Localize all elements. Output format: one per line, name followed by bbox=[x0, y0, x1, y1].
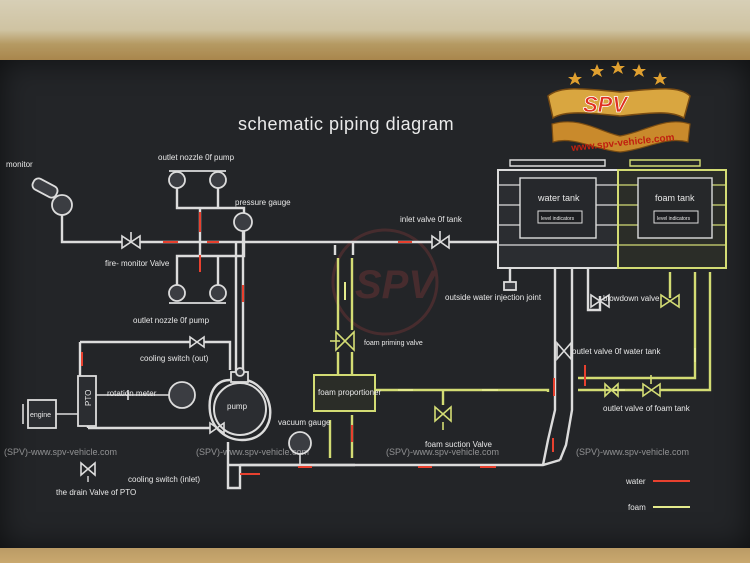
rotation-meter-icon bbox=[88, 381, 196, 409]
blowdown-valve-label: blowdown valve bbox=[603, 294, 660, 303]
inlet-valve-tank-icon bbox=[431, 231, 450, 250]
outlet-nozzle-top-label: outlet nozzle 0f pump bbox=[158, 153, 235, 162]
logo-text: SPV bbox=[583, 92, 629, 117]
center-watermark-logo: SPV bbox=[331, 228, 439, 336]
diagram-title: schematic piping diagram bbox=[238, 114, 454, 134]
water-pipes bbox=[60, 188, 602, 490]
spv-logo: SPV www.spv-vehicle.com bbox=[547, 61, 691, 154]
outside-water-joint-icon bbox=[503, 281, 517, 291]
foam-line-check-valve-icon bbox=[604, 382, 619, 398]
watermark-2: (SPV)-www.spv-vehicle.com bbox=[196, 447, 309, 457]
watermark-1: (SPV)-www.spv-vehicle.com bbox=[4, 447, 117, 457]
pressure-gauge-label: pressure gauge bbox=[235, 198, 291, 207]
foam-proportioner-label: foam proportioner bbox=[318, 388, 381, 397]
fire-monitor-valve-icon bbox=[121, 232, 141, 250]
cooling-switch-inlet-icon bbox=[209, 421, 225, 435]
legend-foam-label: foam bbox=[628, 503, 646, 512]
foam-priming-valve-label: foam priming valve bbox=[364, 340, 423, 347]
watermark-band: (SPV)-www.spv-vehicle.com (SPV)-www.spv-… bbox=[4, 447, 689, 457]
outlet-nozzle-top-icon bbox=[168, 170, 227, 189]
pressure-gauge-icon bbox=[233, 212, 253, 232]
water-tank-indicator: level indicators bbox=[541, 216, 575, 222]
legend-water-label: water bbox=[625, 477, 646, 486]
foam-suction-valve-label: foam suction Valve bbox=[425, 440, 493, 449]
watermark-3: (SPV)-www.spv-vehicle.com bbox=[386, 447, 499, 457]
drain-valve-pto-icon bbox=[80, 461, 96, 482]
water-flow-indicators bbox=[81, 212, 586, 475]
cooling-switch-inlet-label: cooling switch (inlet) bbox=[128, 475, 200, 484]
foam-pipes bbox=[328, 258, 712, 458]
center-watermark-text: SPV bbox=[355, 263, 438, 307]
engine-label: engine bbox=[30, 412, 51, 419]
outlet-valve-foam-tank-icon bbox=[642, 375, 661, 398]
logo-stars bbox=[568, 61, 667, 85]
foam-proportioner-box bbox=[313, 374, 376, 412]
pto-label: PTO bbox=[84, 390, 93, 406]
water-tank bbox=[497, 159, 619, 269]
pump-icon bbox=[213, 367, 267, 436]
foam-tank bbox=[617, 159, 727, 269]
monitor-icon bbox=[31, 177, 73, 216]
legend: water foam bbox=[625, 477, 690, 512]
foam-drain-valve-icon bbox=[660, 293, 680, 309]
fire-monitor-valve-label: fire- monitor Valve bbox=[105, 259, 170, 268]
foam-tank-indicator: level indicators bbox=[657, 216, 691, 222]
blowdown-valve-icon bbox=[590, 293, 610, 309]
cooling-switch-out-label: cooling switch (out) bbox=[140, 354, 209, 363]
outlet-nozzle-bottom-label: outlet nozzle 0f pump bbox=[133, 316, 210, 325]
foam-suction-valve-icon bbox=[434, 405, 452, 430]
outlet-valve-water-tank-label: outlet valve 0f water tank bbox=[572, 347, 661, 356]
foam-priming-valve-icon bbox=[330, 330, 355, 352]
vacuum-gauge-icon bbox=[288, 431, 312, 465]
monitor-label: monitor bbox=[6, 160, 33, 169]
engine-icon bbox=[22, 399, 78, 429]
vacuum-gauge-label: vacuum gauge bbox=[278, 418, 331, 427]
foam-tank-label: foam tank bbox=[655, 193, 695, 203]
water-tank-label: water tank bbox=[537, 193, 580, 203]
rotation-meter-label: rotation meter bbox=[107, 389, 157, 398]
inlet-valve-tank-label: inlet valve 0f tank bbox=[400, 215, 463, 224]
cooling-switch-out-icon bbox=[189, 335, 205, 349]
outlet-nozzle-bottom-icon bbox=[168, 284, 227, 304]
logo-banner bbox=[547, 87, 691, 120]
pto-box bbox=[77, 375, 97, 427]
outlet-valve-foam-tank-label: outlet valve of foam tank bbox=[603, 404, 691, 413]
foam-flow-indicators bbox=[344, 282, 696, 391]
outlet-valve-water-tank-icon bbox=[556, 340, 572, 362]
drain-valve-pto-label: the drain Valve of PTO bbox=[56, 488, 136, 497]
logo-ribbon bbox=[551, 121, 691, 153]
pump-label: pump bbox=[227, 402, 248, 411]
watermark-4: (SPV)-www.spv-vehicle.com bbox=[576, 447, 689, 457]
outside-water-joint-label: outside water injection joint bbox=[445, 293, 542, 302]
